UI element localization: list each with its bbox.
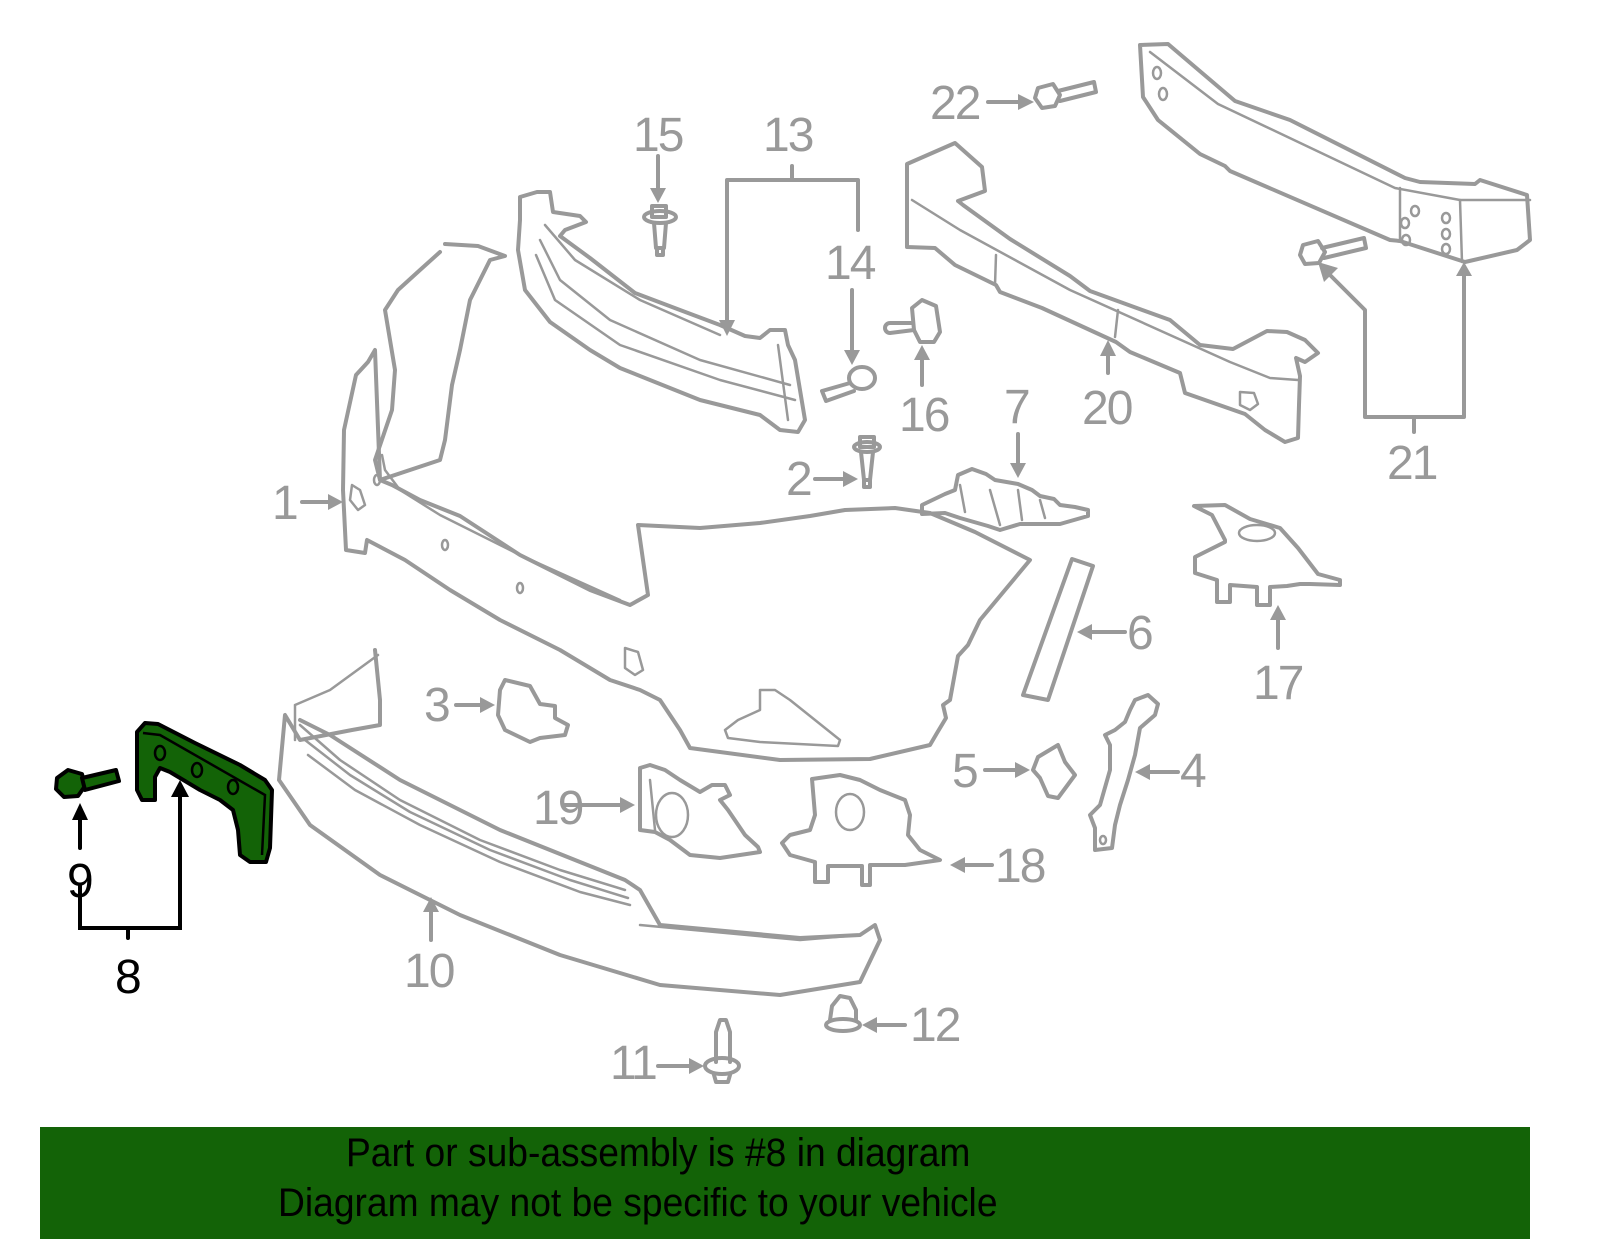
callout-19[interactable]: 19 (533, 782, 584, 835)
part-17-bracket[interactable] (1192, 503, 1342, 607)
callout-15[interactable]: 15 (633, 109, 684, 162)
callout-13[interactable]: 13 (763, 109, 814, 162)
part-8-license-bracket-highlighted[interactable] (135, 721, 274, 864)
part-6-strip[interactable] (1021, 557, 1095, 702)
part-16-clip[interactable] (883, 298, 942, 344)
callout-14[interactable]: 14 (825, 237, 876, 290)
part-15-clip[interactable] (642, 204, 678, 257)
part-22-bolt[interactable] (1033, 80, 1098, 110)
callout-1[interactable]: 1 (272, 477, 299, 530)
callout-6[interactable]: 6 (1127, 607, 1154, 660)
callout-12[interactable]: 12 (910, 999, 961, 1052)
part-21-reinforcement-bar[interactable] (1138, 42, 1532, 264)
part-10-lower-bumper[interactable] (277, 648, 882, 997)
callout-4[interactable]: 4 (1180, 745, 1207, 798)
part-20-energy-absorber[interactable] (905, 141, 1320, 444)
callout-8-selected[interactable]: 8 (115, 951, 142, 1004)
part-1-bumper-cover[interactable] (341, 242, 1032, 762)
part-21-bolt[interactable] (1298, 236, 1368, 266)
part-13-upper-grille[interactable] (516, 190, 807, 434)
part-3-cover[interactable] (496, 678, 570, 744)
callout-16[interactable]: 16 (899, 389, 950, 442)
callout-11[interactable]: 11 (610, 1037, 658, 1090)
part-12-clip[interactable] (824, 994, 862, 1033)
info-banner: Part or sub-assembly is #8 in diagram Di… (40, 1127, 1530, 1239)
part-7-bracket[interactable] (920, 467, 1090, 532)
callout-17[interactable]: 17 (1253, 657, 1304, 710)
callout-21[interactable]: 21 (1387, 437, 1438, 490)
part-14-bolt[interactable] (820, 365, 877, 403)
callout-10[interactable]: 10 (404, 945, 455, 998)
part-5-clip[interactable] (1031, 743, 1077, 800)
part-11-clip[interactable] (703, 1018, 741, 1084)
callout-2[interactable]: 2 (786, 453, 813, 506)
callout-9[interactable]: 9 (67, 855, 94, 908)
callout-5[interactable]: 5 (952, 745, 979, 798)
callout-22[interactable]: 22 (930, 77, 981, 130)
banner-line-disclaimer: Diagram may not be specific to your vehi… (278, 1181, 998, 1225)
callout-20[interactable]: 20 (1082, 382, 1133, 435)
banner-line-part-number: Part or sub-assembly is #8 in diagram (346, 1131, 971, 1175)
callout-18[interactable]: 18 (995, 840, 1046, 893)
part-2-clip[interactable] (852, 435, 882, 489)
callout-3[interactable]: 3 (424, 679, 451, 732)
part-19-fog-bracket[interactable] (638, 763, 762, 860)
part-9-bolt-highlighted[interactable] (54, 768, 121, 799)
callout-7[interactable]: 7 (1004, 381, 1031, 434)
part-4-bracket[interactable] (1088, 693, 1160, 852)
part-18-fog-bracket[interactable] (780, 773, 942, 887)
